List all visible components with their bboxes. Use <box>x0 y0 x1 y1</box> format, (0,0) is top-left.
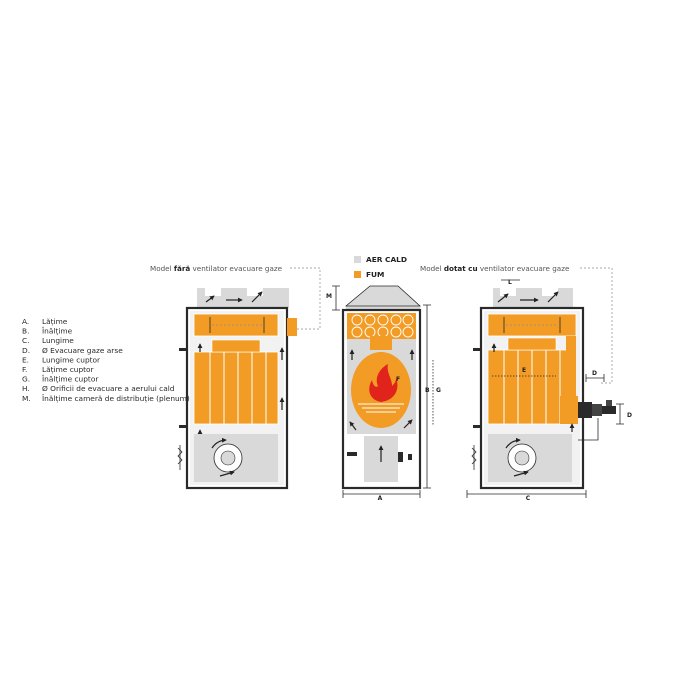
legend-smoke-swatch <box>354 271 361 278</box>
key-row: F. Lățime cuptor <box>22 365 95 375</box>
key-letter: D. <box>22 346 30 355</box>
caption-left-pre: Model <box>150 264 174 273</box>
plenum-center <box>346 286 420 310</box>
dim-label-c: C <box>526 495 531 502</box>
dim-label-b: B <box>425 387 430 394</box>
heater-left <box>177 288 297 490</box>
key-text: Lungime <box>42 336 74 345</box>
heater-right: L E D D <box>466 279 632 502</box>
cabinet-left <box>185 306 289 490</box>
burner-icon <box>578 400 616 441</box>
caption-left-leader <box>290 267 321 330</box>
svg-text:Model dotat cu ventilator evac: Model dotat cu ventilator evacuare gaze <box>420 264 570 273</box>
legend: AER CALD FUM <box>354 255 407 279</box>
legend-hot-air-swatch <box>354 256 361 263</box>
exhaust-outlet-left <box>287 318 297 336</box>
svg-text:Model fără ventilator evacuare: Model fără ventilator evacuare gaze <box>150 264 283 273</box>
caption-left: Model fără ventilator evacuare gaze <box>150 264 321 330</box>
caption-right-post: ventilator evacuare gaze <box>478 264 570 273</box>
key-letter: B. <box>22 327 29 336</box>
key-row: M. Înălțime cameră de distribuție (plenum… <box>22 394 190 404</box>
exhaust-flue-right <box>566 336 576 406</box>
caption-right: Model dotat cu ventilator evacuare gaze <box>420 264 613 384</box>
heat-exchanger-left <box>193 351 279 425</box>
key-text: Lățime <box>42 317 68 327</box>
key-row: A. Lățime <box>22 317 68 327</box>
key-text: Înălțime <box>42 327 73 337</box>
key-letter: A. <box>22 317 29 326</box>
legend-hot-air-label: AER CALD <box>366 255 407 264</box>
key-text: Lățime cuptor <box>42 365 95 375</box>
flame-icon <box>369 364 398 402</box>
dim-label-g: G <box>436 387 441 394</box>
dim-label-a: A <box>378 495 383 502</box>
key-row: B. Înălțime <box>22 327 73 337</box>
key-letter: C. <box>22 336 30 345</box>
dim-label-d-2: D <box>627 412 632 419</box>
key-letter: M. <box>22 394 31 403</box>
key-text: Ø Evacuare gaze arse <box>42 346 123 355</box>
key-letter: G. <box>22 375 30 384</box>
caption-right-bold: dotat cu <box>444 264 478 273</box>
caption-left-bold: fără <box>174 264 191 273</box>
cabinet-center <box>341 308 422 490</box>
caption-right-leader <box>580 267 613 384</box>
key-text: Ø Orificii de evacuare a aerului cald <box>42 384 175 393</box>
legend-smoke-label: FUM <box>366 270 384 279</box>
key-letter: H. <box>22 384 30 393</box>
key-row: C. Lungime <box>22 336 74 345</box>
key-row: D. Ø Evacuare gaze arse <box>22 346 123 355</box>
dim-label-d: D <box>592 370 597 377</box>
key-row: E. Lungime cuptor <box>22 355 101 364</box>
dim-label-l: L <box>508 279 512 286</box>
key-letter: F. <box>22 365 27 374</box>
key-row: H. Ø Orificii de evacuare a aerului cald <box>22 384 175 393</box>
key-text: Înălțime cameră de distribuție (plenum) <box>42 394 190 404</box>
key-letter: E. <box>22 355 29 364</box>
dim-label-m: M <box>326 293 332 300</box>
key-text: Lungime cuptor <box>42 355 101 364</box>
key-row: G. Înălțime cuptor <box>22 375 99 385</box>
key-text: Înălțime cuptor <box>42 375 99 385</box>
caption-right-pre: Model <box>420 264 444 273</box>
dim-label-f: F <box>396 376 400 383</box>
cabinet-right <box>479 306 585 490</box>
caption-left-post: ventilator evacuare gaze <box>190 264 282 273</box>
dim-label-e: E <box>522 367 526 374</box>
heater-center: A B G F M <box>326 285 441 502</box>
